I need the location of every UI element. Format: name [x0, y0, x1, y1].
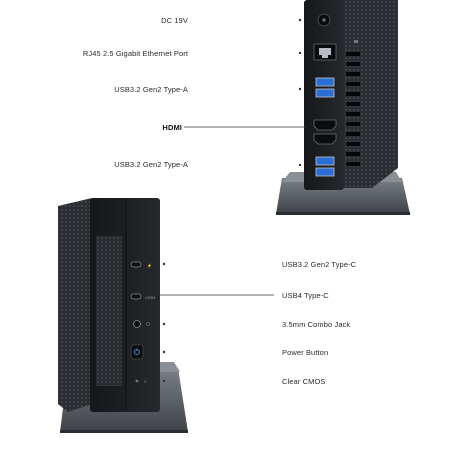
svg-text:⚡: ⚡	[147, 263, 152, 268]
usb-c-port-icon: USB4	[130, 293, 156, 300]
bottom-side-mesh	[58, 198, 92, 412]
audio-jack-icon	[133, 320, 150, 328]
power-button-icon	[130, 344, 144, 360]
usb-c-port-icon: ⚡	[130, 261, 152, 268]
dc-power-jack-icon	[317, 13, 331, 27]
label-dc-19v: DC 19V	[161, 16, 188, 25]
hdmi-port-icon	[313, 119, 337, 145]
top-mini-pc	[184, 0, 410, 215]
bottom-mini-pc: ⚡ USB4 C	[58, 198, 274, 433]
usb-a-port-icon	[315, 156, 335, 177]
ethernet-port-icon	[313, 43, 337, 61]
label-power-button: Power Button	[282, 348, 329, 357]
clear-cmos-icon: C	[135, 379, 147, 384]
label-rj45-ethernet: RJ45 2.5 Gigabit Ethernet Port	[82, 49, 188, 58]
label-35mm-combo-jack: 3.5mm Combo Jack	[282, 320, 351, 329]
top-side-mesh	[338, 0, 398, 188]
usb-a-port-icon	[315, 77, 335, 98]
svg-text:USB4: USB4	[145, 295, 156, 300]
label-hdmi: HDMI	[162, 123, 182, 132]
label-usb4-type-c: USB4 Type-C	[282, 291, 329, 300]
label-usb32-gen2-type-a-1: USB3.2 Gen2 Type-A	[114, 85, 188, 94]
label-usb32-gen2-type-a-2: USB3.2 Gen2 Type-A	[114, 160, 188, 169]
label-usb32-gen2-type-c: USB3.2 Gen2 Type-C	[282, 260, 357, 269]
label-clear-cmos: Clear CMOS	[282, 377, 326, 386]
svg-text:C: C	[144, 379, 147, 384]
